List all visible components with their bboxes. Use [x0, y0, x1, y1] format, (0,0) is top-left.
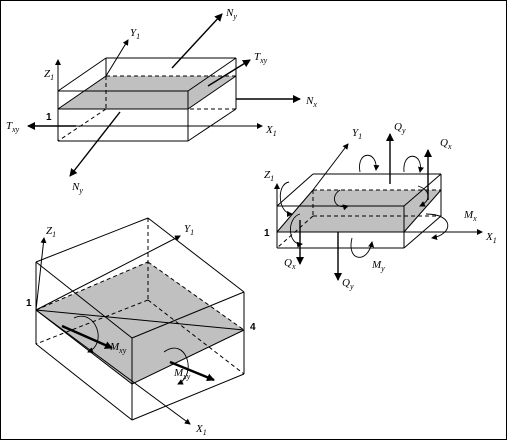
label-y1: Y1 — [130, 27, 140, 41]
moment-curls — [73, 315, 189, 385]
label-qx-top: Qx — [440, 137, 452, 151]
plate-box — [35, 217, 245, 421]
label-x1: X1 — [485, 231, 497, 245]
label-corner-1: 1 — [46, 112, 52, 123]
axis-x1 — [35, 309, 191, 425]
label-corner-1: 1 — [26, 298, 32, 309]
hidden-edges — [35, 218, 245, 375]
label-mx: Mx — [463, 209, 477, 223]
axis-z1 — [35, 237, 47, 311]
label-mxy-1: Mxy — [109, 341, 127, 355]
moment-curls — [279, 154, 449, 258]
label-mxy-2: Mxy — [173, 367, 191, 381]
label-z1: Z1 — [264, 169, 274, 183]
midplane-shade — [58, 76, 236, 109]
label-corner-4: 4 — [250, 322, 256, 333]
diagram-twisting-moments: Z1 Y1 X1 1 4 Mxy Mxy — [26, 217, 256, 437]
label-x1: X1 — [195, 423, 207, 437]
label-y1: Y1 — [352, 127, 362, 141]
arrow-mxy-2 — [169, 360, 215, 382]
label-txy-left: Txy — [6, 120, 20, 134]
label-txy-right: Txy — [254, 51, 268, 65]
label-qx-bottom: Qx — [284, 257, 296, 271]
arrow-txy-right — [207, 59, 251, 87]
label-corner-1: 1 — [264, 228, 270, 239]
label-y1: Y1 — [184, 223, 194, 237]
plate-box — [57, 57, 237, 142]
diagram-shear-bending: Z1 Y1 X1 1 Qy Qx Mx Qx Qy My — [264, 121, 497, 291]
label-my: My — [371, 259, 385, 273]
label-ny-bottom: Ny — [71, 181, 83, 195]
label-qy-top: Qy — [394, 121, 406, 135]
label-ny-top: Ny — [225, 7, 237, 21]
arrow-mxy-1 — [61, 324, 113, 350]
axis-y1 — [312, 143, 349, 191]
midplane-shade — [277, 190, 441, 232]
axis-y1 — [35, 235, 181, 311]
arrow-ny-top — [171, 13, 223, 69]
label-nx: Nx — [305, 95, 317, 109]
axis-y1 — [105, 39, 129, 77]
label-z1: Z1 — [46, 225, 56, 239]
label-qy-bottom: Qy — [342, 277, 354, 291]
diagram-membrane-forces: Z1 Y1 X1 1 Ny Ny Txy Nx Txy — [6, 7, 317, 195]
hidden-edges — [57, 75, 236, 142]
label-x1: X1 — [265, 124, 277, 138]
label-z1: Z1 — [44, 68, 54, 82]
midplane-shade — [36, 262, 244, 384]
arrow-ny-bottom — [69, 111, 121, 177]
